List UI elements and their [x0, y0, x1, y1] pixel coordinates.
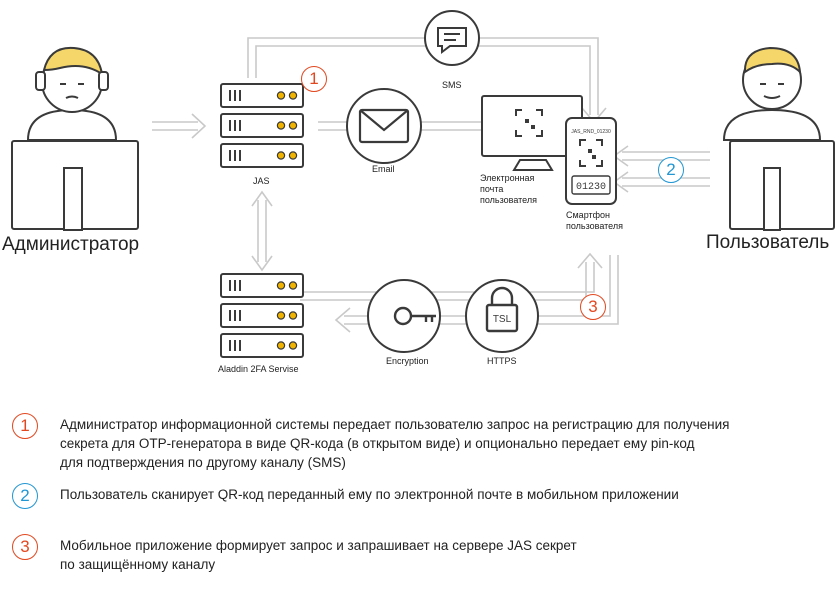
- legend-line: для подтверждения по другому каналу (SMS…: [60, 455, 346, 470]
- lock-icon: [465, 279, 539, 353]
- legend-line: секрета для OTP-генератора в виде QR-код…: [60, 436, 695, 451]
- smartphone-label: Смартфон пользователя: [566, 210, 623, 232]
- legend-badge-2: 2: [12, 483, 38, 509]
- sms-label: SMS: [442, 80, 462, 90]
- encryption-label: Encryption: [386, 356, 429, 366]
- phone-header-text: JAS_RND_01230: [571, 129, 611, 135]
- legend-text-3: Мобильное приложение формирует запрос и …: [60, 536, 830, 574]
- legend-line: Мобильное приложение формирует запрос и …: [60, 538, 577, 553]
- aladdin-server: [220, 273, 304, 358]
- registration-flow-diagram: JAS_RND_01230 01230 TSL: [11, 10, 835, 358]
- user-figure: [722, 46, 835, 231]
- legend-text-1: Администратор информационной системы пер…: [60, 415, 830, 472]
- legend-line: Администратор информационной системы пер…: [60, 417, 730, 432]
- smartphone-label-line: Смартфон: [566, 210, 611, 220]
- aladdin-label: Aladdin 2FA Servise: [218, 364, 299, 374]
- sms-icon: [424, 10, 480, 66]
- email-box-label-line: почта: [480, 184, 504, 194]
- administrator-figure: [11, 46, 139, 231]
- phone-code-text: 01230: [576, 182, 606, 193]
- email-label: Email: [372, 164, 395, 174]
- user-label: Пользователь: [706, 232, 830, 253]
- email-monitor: [481, 95, 583, 171]
- step-1-badge: 1: [301, 66, 327, 92]
- administrator-label: Администратор: [2, 234, 140, 255]
- smartphone-device: [565, 117, 617, 205]
- jas-server: [220, 83, 304, 168]
- legend-badge-1: 1: [12, 413, 38, 439]
- https-label: HTTPS: [487, 356, 517, 366]
- smartphone-label-line: пользователя: [566, 221, 623, 231]
- email-box-label-line: пользователя: [480, 195, 537, 205]
- tsl-text: TSL: [493, 314, 512, 325]
- email-box-label: Электронная почта пользователя: [480, 173, 537, 206]
- step-2-badge: 2: [658, 157, 684, 183]
- email-box-label-line: Электронная: [480, 173, 535, 183]
- jas-label: JAS: [253, 176, 270, 186]
- legend-line: по защищённому каналу: [60, 557, 216, 572]
- step-3-badge: 3: [580, 294, 606, 320]
- legend-badge-3: 3: [12, 534, 38, 560]
- email-envelope-icon: [346, 88, 422, 164]
- key-icon: [367, 279, 441, 353]
- legend-line: Пользователь сканирует QR-код переданный…: [60, 487, 679, 502]
- legend-text-2: Пользователь сканирует QR-код переданный…: [60, 485, 830, 504]
